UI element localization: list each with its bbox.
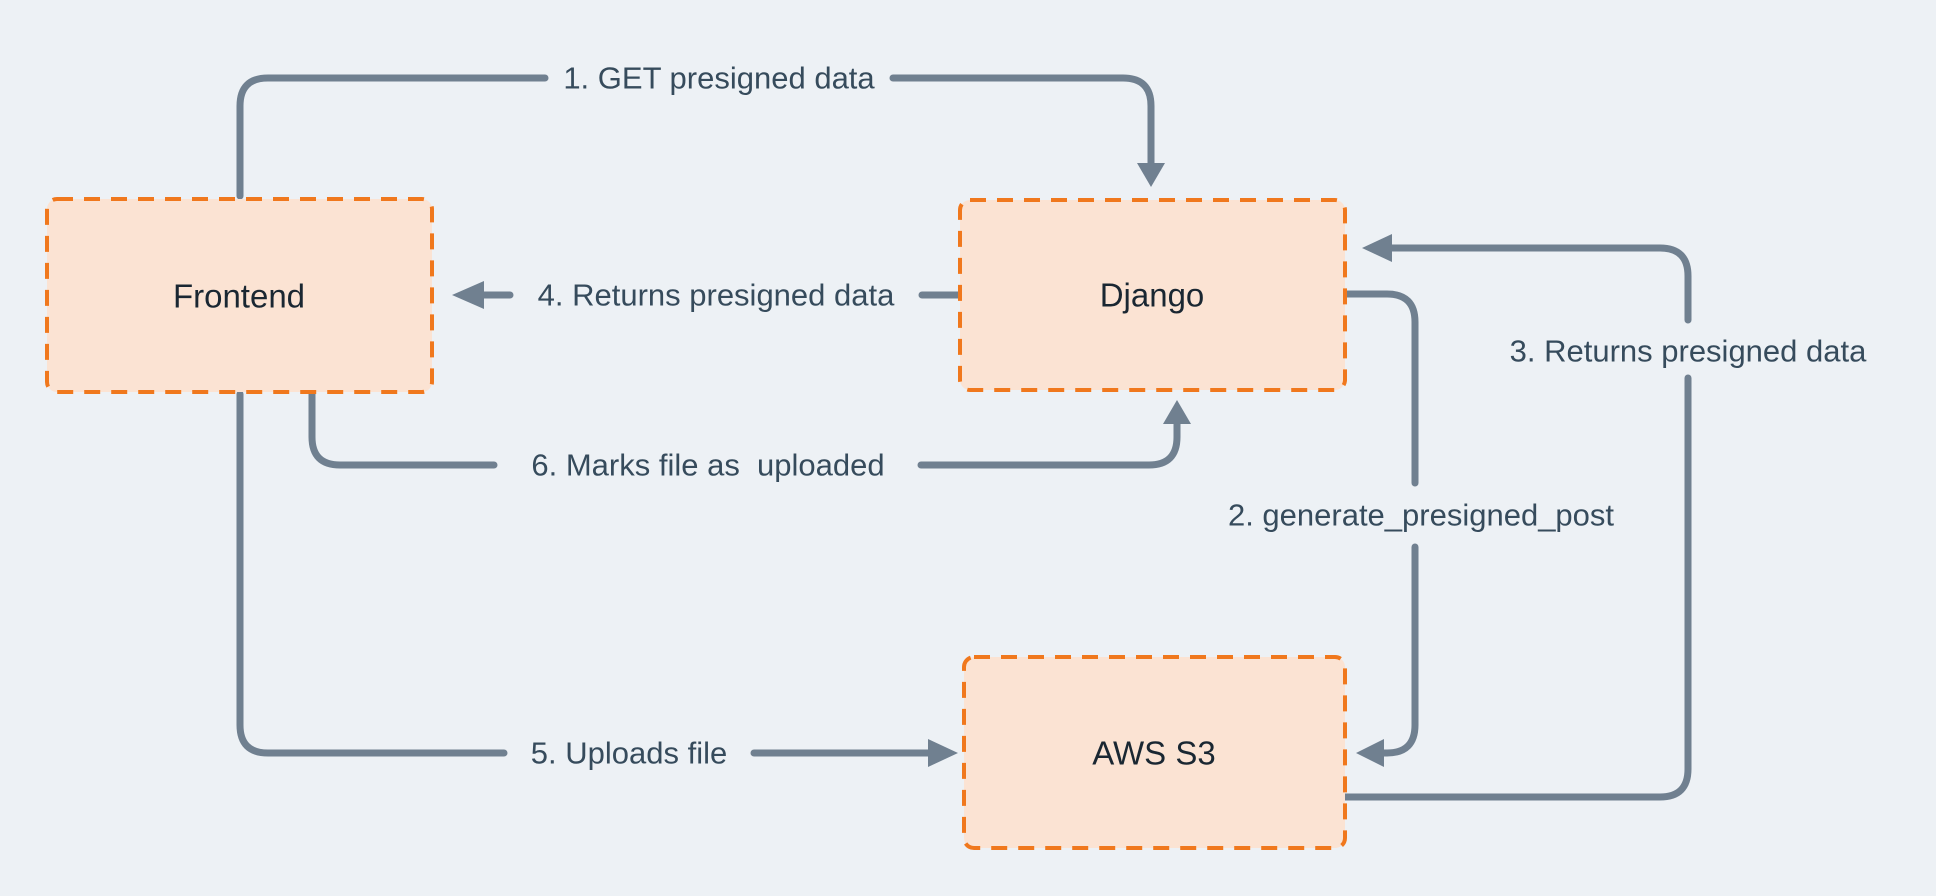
edge-2-label: 2. generate_presigned_post [1228,498,1614,533]
node-aws-s3-label: AWS S3 [1092,735,1215,772]
edge-1-label: 1. GET presigned data [563,61,875,96]
edge-6-label: 6. Marks file as uploaded [531,448,884,483]
node-frontend: Frontend [45,197,434,394]
node-django: Django [958,198,1347,392]
edge-3-arrowhead-icon [1362,234,1392,262]
node-django-label: Django [1100,277,1205,314]
edge-5-label: 5. Uploads file [531,736,727,771]
node-frontend-box [45,197,434,394]
edge-6-arrowhead-icon [1163,400,1191,424]
node-aws-s3-box [962,655,1347,850]
node-aws-s3: AWS S3 [962,655,1347,850]
edge-3-label: 3. Returns presigned data [1510,334,1867,369]
edge-2-line [1341,290,1419,757]
edge-5-arrowhead-icon [928,739,958,767]
edge-6-line [308,390,1181,469]
edge-1-line [236,74,1155,200]
edge-2-arrowhead-icon [1356,739,1384,767]
edge-5-line [236,390,932,757]
edge-3-line [1341,244,1692,801]
edge-1-arrowhead-icon [1137,163,1165,187]
node-django-box [958,198,1347,392]
node-frontend-label: Frontend [173,278,305,315]
edge-4-label: 4. Returns presigned data [538,278,895,313]
edge-4-arrowhead-icon [452,281,484,309]
